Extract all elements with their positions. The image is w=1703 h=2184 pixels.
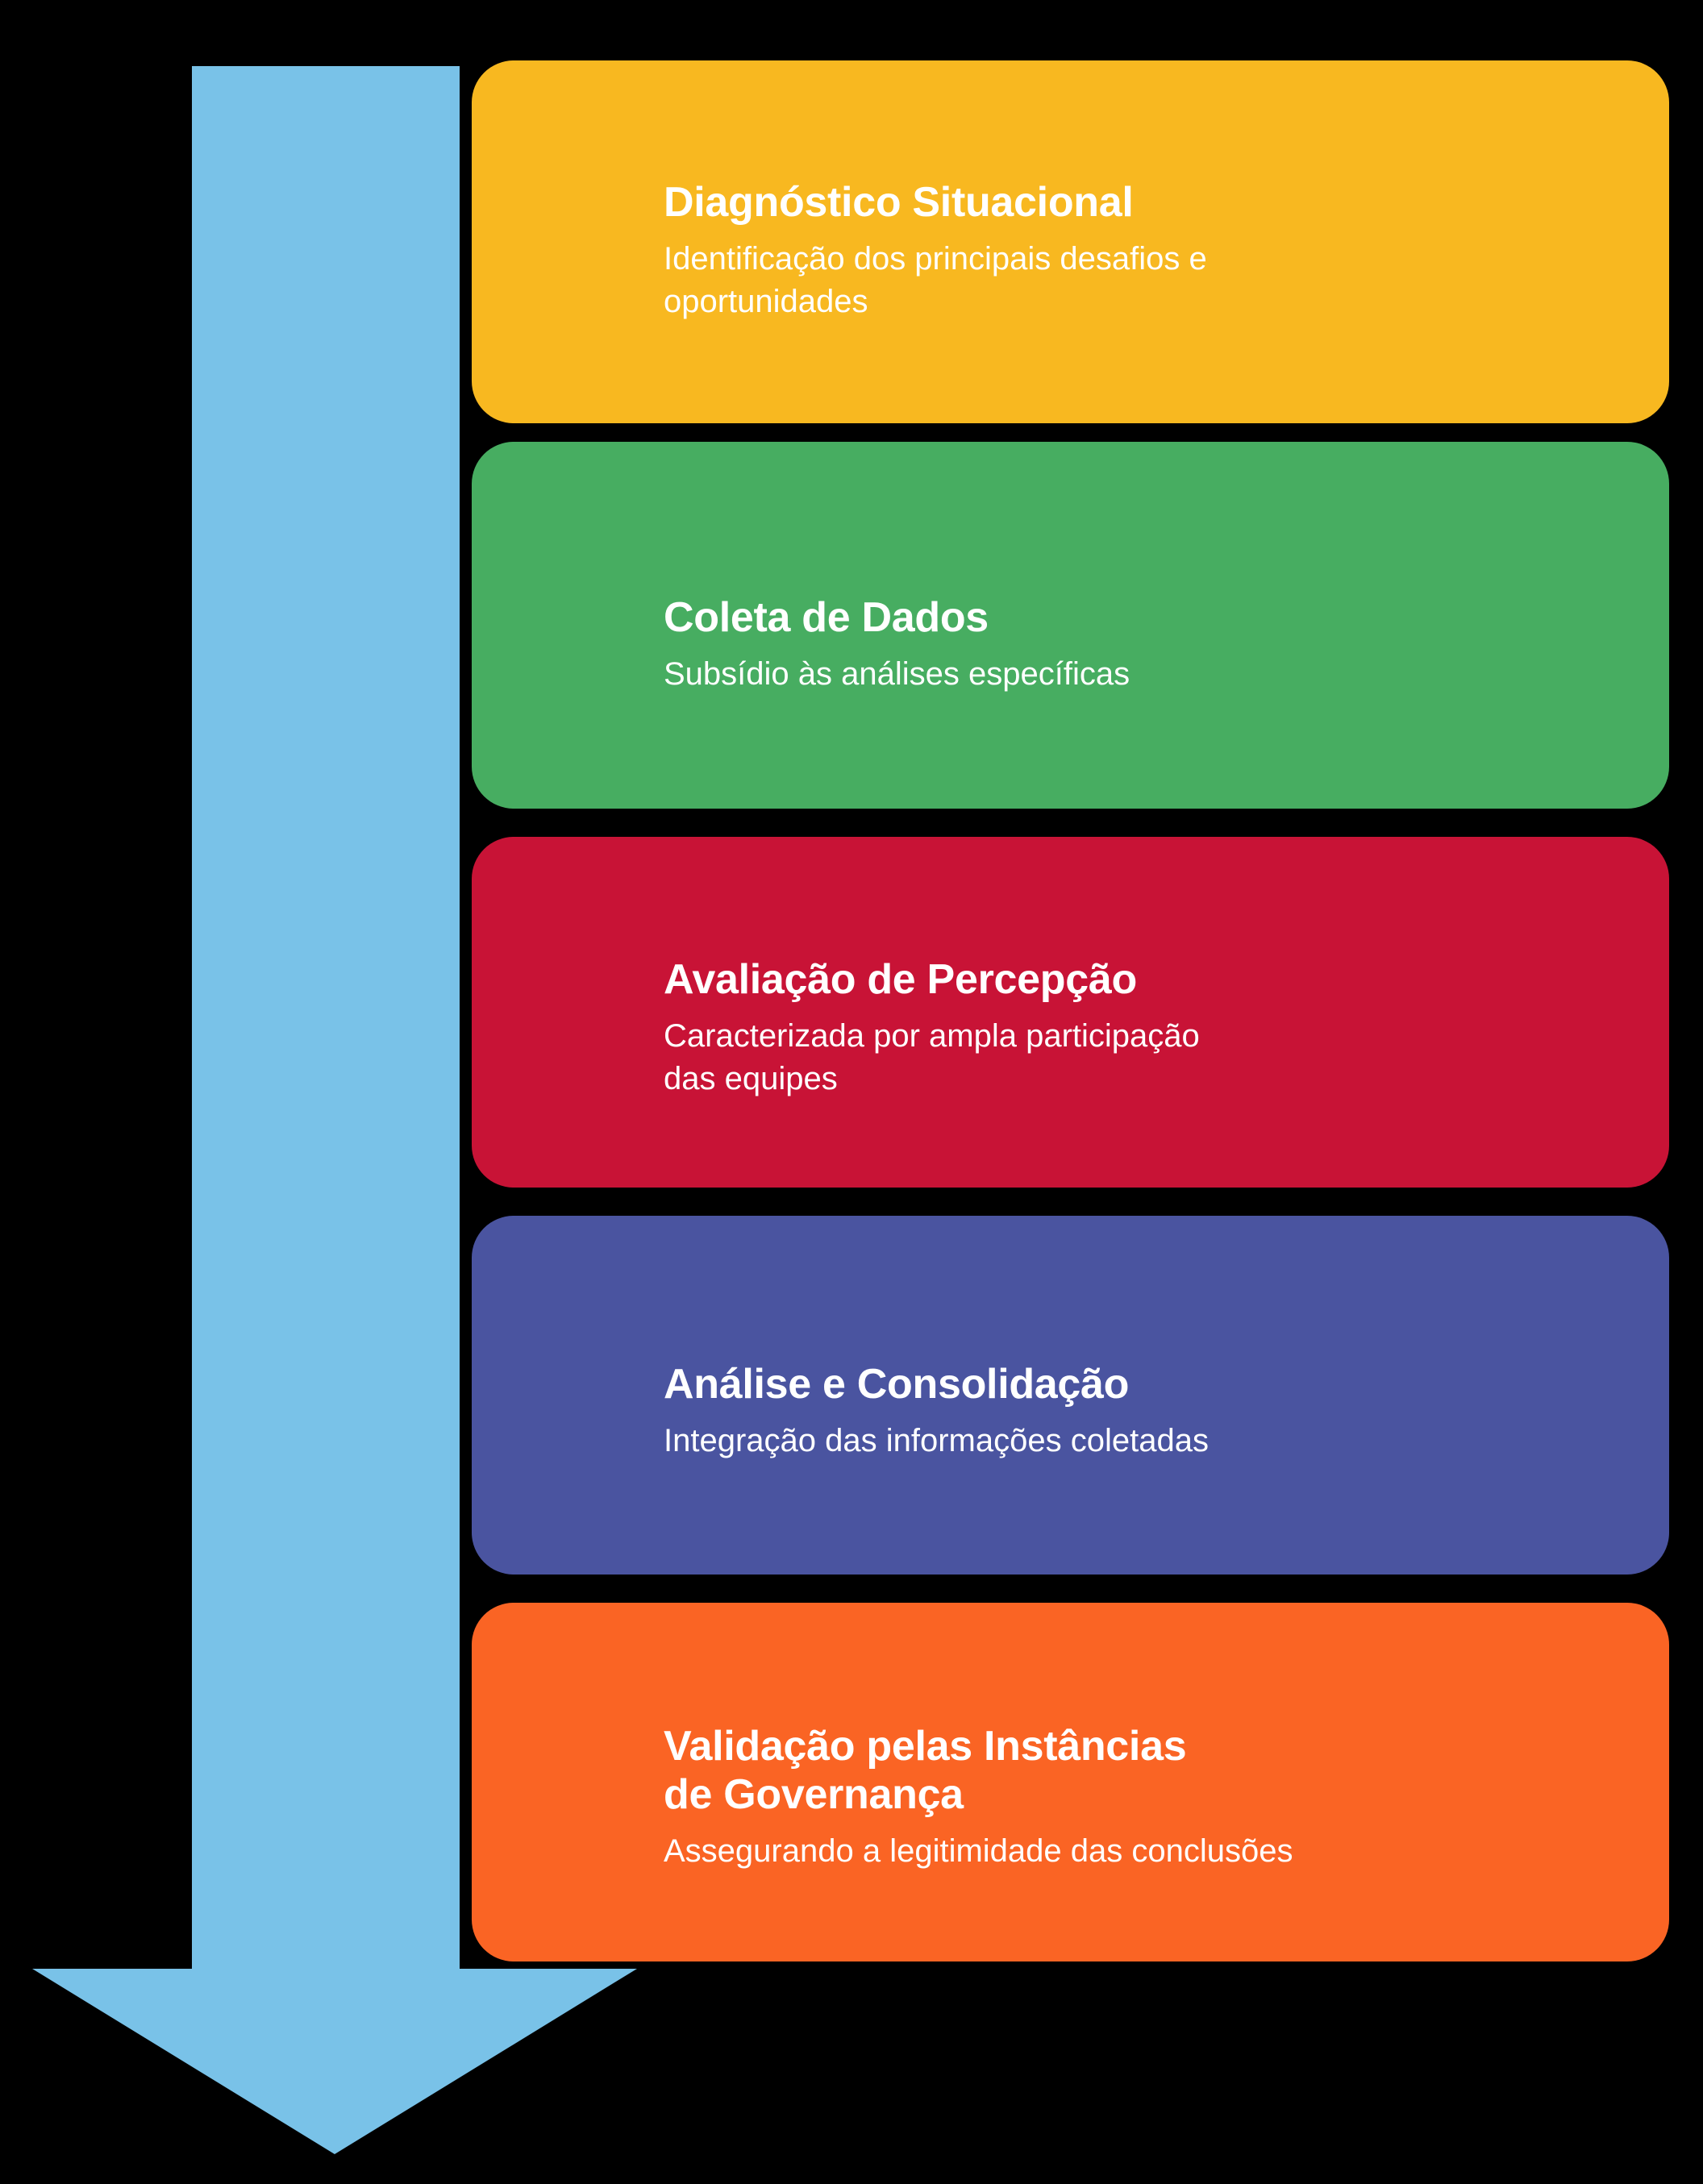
step-3-body: Avaliação de Percepção Caracterizada por… bbox=[664, 955, 1621, 1100]
step-1-title: Diagnóstico Situacional bbox=[664, 179, 1134, 227]
step-3-subtitle: Caracterizada por ampla participação das… bbox=[664, 1017, 1200, 1096]
process-step-5[interactable]: Validação pelas Instâncias de Governança… bbox=[472, 1603, 1669, 1961]
step-2-body: Coleta de Dados Subsídio às análises esp… bbox=[664, 593, 1621, 696]
step-4-subtitle: Integração das informações coletadas bbox=[664, 1423, 1209, 1459]
process-step-4[interactable]: Análise e Consolidação Integração das in… bbox=[472, 1216, 1669, 1575]
step-5-title: Validação pelas Instâncias de Governança bbox=[664, 1722, 1187, 1819]
step-4-title: Análise e Consolidação bbox=[664, 1360, 1130, 1408]
process-step-2[interactable]: Coleta de Dados Subsídio às análises esp… bbox=[472, 442, 1669, 809]
step-5-subtitle: Assegurando a legitimidade das conclusõe… bbox=[664, 1833, 1293, 1870]
step-2-title: Coleta de Dados bbox=[664, 593, 989, 641]
arrow-shape bbox=[32, 66, 637, 2154]
step-2-subtitle: Subsídio às análises específicas bbox=[664, 656, 1130, 693]
process-step-3[interactable]: Avaliação de Percepção Caracterizada por… bbox=[472, 837, 1669, 1188]
step-1-body: Diagnóstico Situacional Identificação do… bbox=[664, 178, 1621, 323]
step-5-body: Validação pelas Instâncias de Governança… bbox=[664, 1722, 1621, 1873]
process-step-1[interactable]: Diagnóstico Situacional Identificação do… bbox=[472, 60, 1669, 423]
step-1-subtitle: Identificação dos principais desafios e … bbox=[664, 241, 1207, 320]
step-4-body: Análise e Consolidação Integração das in… bbox=[664, 1360, 1621, 1462]
step-3-title: Avaliação de Percepção bbox=[664, 955, 1137, 1003]
